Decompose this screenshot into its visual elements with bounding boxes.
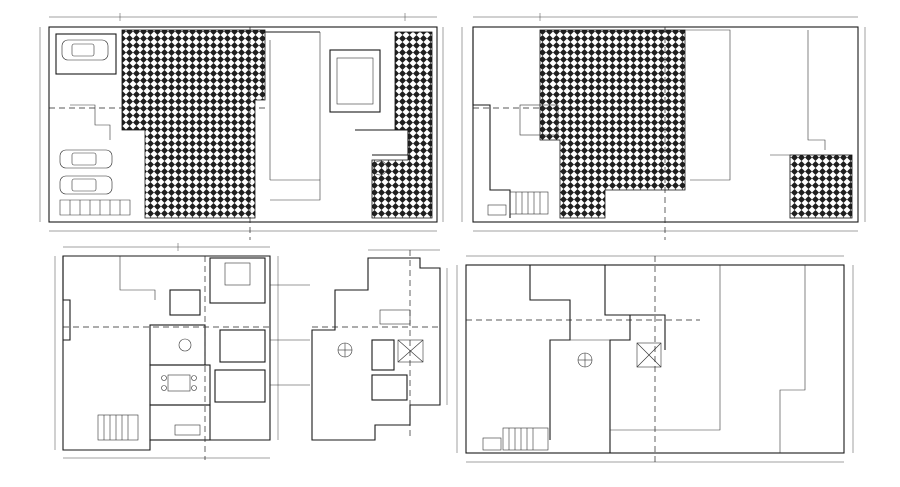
pool-outer [329, 49, 381, 113]
car-middle [59, 149, 113, 169]
stair-block-roof [502, 427, 549, 451]
paved-area-left [121, 29, 266, 219]
room-bedroom-2 [219, 329, 266, 363]
skylight-square [397, 339, 424, 363]
stair-block [509, 191, 549, 215]
stair-block-first [97, 414, 139, 441]
room-bath-1 [169, 289, 201, 316]
dining-table [167, 374, 191, 392]
room-bedroom-main [209, 257, 266, 304]
roof-skylight-square [636, 342, 662, 368]
roof-terrace-right [789, 154, 853, 219]
car-bottom [59, 175, 113, 195]
room-living [149, 404, 211, 441]
plan-upper-level [461, 13, 866, 240]
car-top [61, 39, 109, 61]
pool-inner [336, 57, 374, 105]
roof-terrace-left [539, 29, 686, 219]
room-dining [149, 364, 211, 406]
room-bedroom-3 [214, 369, 266, 403]
plan-roof-small [311, 249, 448, 441]
plan-roof-large [456, 255, 854, 463]
sofa [174, 424, 201, 436]
plan-ground-floor [39, 13, 444, 240]
bed [224, 262, 251, 286]
paved-area-right [371, 31, 433, 219]
room-kitchen [149, 324, 206, 366]
spiral-stair [372, 160, 388, 176]
plan-first-floor [54, 243, 310, 460]
round-table [178, 338, 192, 352]
